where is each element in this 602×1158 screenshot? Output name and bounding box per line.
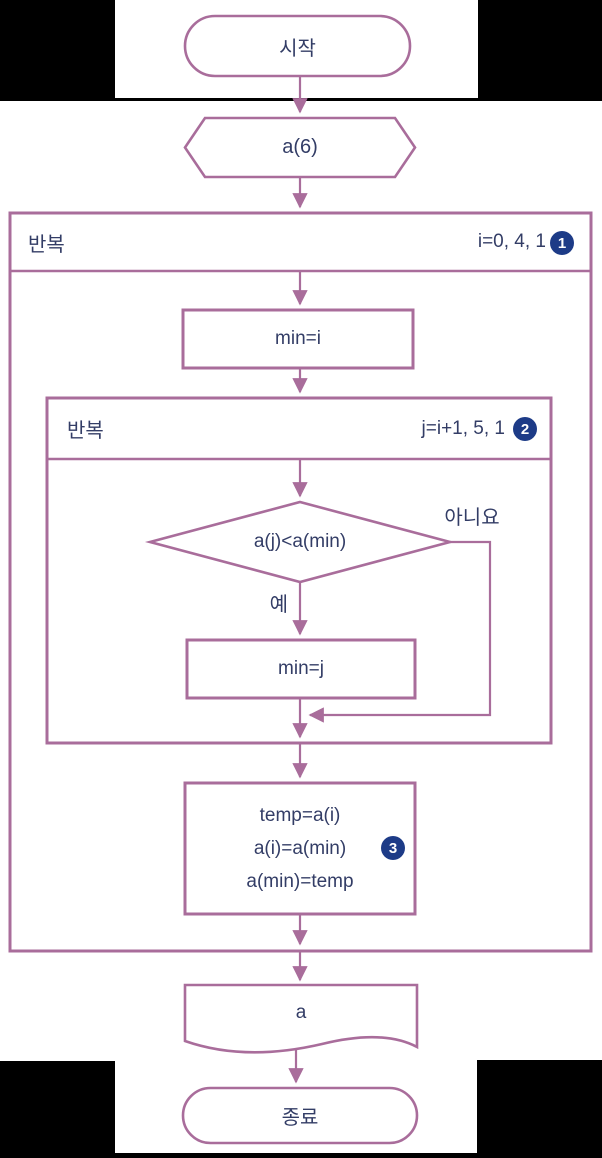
output-label: a xyxy=(295,1001,307,1023)
scan-artifact-top-right xyxy=(478,0,602,101)
swap-line-2: a(i)=a(min) xyxy=(253,838,347,859)
inner-loop-box xyxy=(45,396,553,745)
connector-no-branch xyxy=(308,540,492,723)
outer-loop-keyword: 반복 xyxy=(28,233,65,256)
start-label: 시작 xyxy=(279,37,316,60)
outer-loop-badge: 1 xyxy=(550,231,574,255)
assign-min-i-box xyxy=(181,308,415,370)
scan-artifact-bottom-right xyxy=(477,1060,602,1158)
end-terminator-shape xyxy=(181,1086,419,1145)
start-terminator-shape xyxy=(183,14,412,78)
inner-loop-params: j=i+1, 5, 1 xyxy=(421,417,505,439)
assign-min-i-label: min=i xyxy=(275,328,321,349)
swap-badge: 3 xyxy=(381,836,405,860)
decision-no-label: 아니요 xyxy=(444,506,500,529)
decision-yes-label: 예 xyxy=(269,593,288,616)
decision-label: a(j)<a(min) xyxy=(253,531,347,552)
scan-artifact-top-left xyxy=(0,0,115,101)
inner-loop-badge: 2 xyxy=(513,417,537,441)
end-label: 종료 xyxy=(281,1107,319,1129)
scan-artifact-bottom-left xyxy=(0,1061,115,1158)
input-label: a(6) xyxy=(282,136,318,158)
output-document-shape xyxy=(183,983,419,1054)
inner-loop-keyword: 반복 xyxy=(67,420,104,442)
swap-box xyxy=(183,781,417,916)
outer-loop-box xyxy=(8,211,593,953)
scan-artifact-bottom-line xyxy=(0,1153,602,1158)
swap-lines: temp=a(i) a(i)=a(min) a(min)=temp xyxy=(185,783,415,914)
decision-diamond-shape xyxy=(144,500,456,584)
assign-min-j-box xyxy=(185,638,417,700)
input-hexagon-shape xyxy=(183,116,417,179)
swap-line-3: a(min)=temp xyxy=(246,871,354,892)
swap-line-1: temp=a(i) xyxy=(259,805,341,826)
outer-loop-params: i=0, 4, 1 xyxy=(477,231,546,252)
assign-min-j-label: min=j xyxy=(278,658,324,679)
